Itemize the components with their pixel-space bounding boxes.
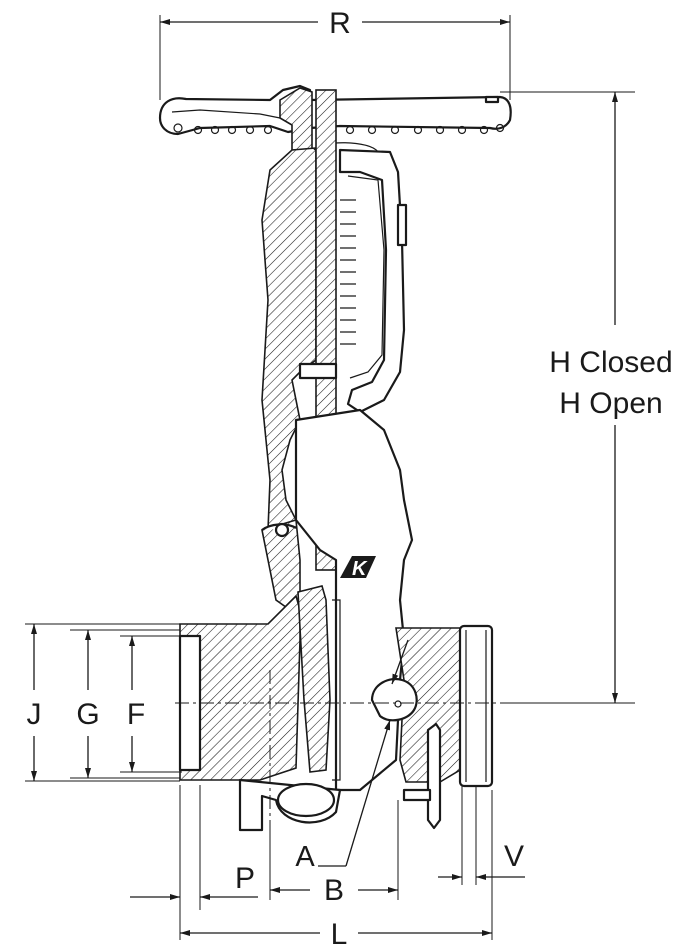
dimensions: R H Closed H Open J G F A (25, 7, 673, 947)
yoke-bonnet (261, 142, 408, 532)
dim-label-p: P (235, 862, 255, 895)
logo-text: K (352, 558, 368, 580)
dim-label-v: V (504, 840, 524, 873)
valve-illustration: K (158, 84, 520, 890)
dim-label-h-open: H Open (559, 387, 662, 420)
dim-label-l: L (331, 918, 348, 947)
valve-body: K (178, 408, 494, 832)
dim-label-r: R (329, 7, 351, 40)
dim-label-b: B (324, 874, 344, 907)
dim-label-f: F (127, 698, 145, 731)
dim-label-a: A (295, 841, 315, 873)
dim-label-g: G (76, 698, 99, 731)
dim-label-j: J (27, 698, 42, 731)
dim-label-h-closed: H Closed (549, 346, 672, 379)
logo-mark: K (340, 556, 376, 580)
